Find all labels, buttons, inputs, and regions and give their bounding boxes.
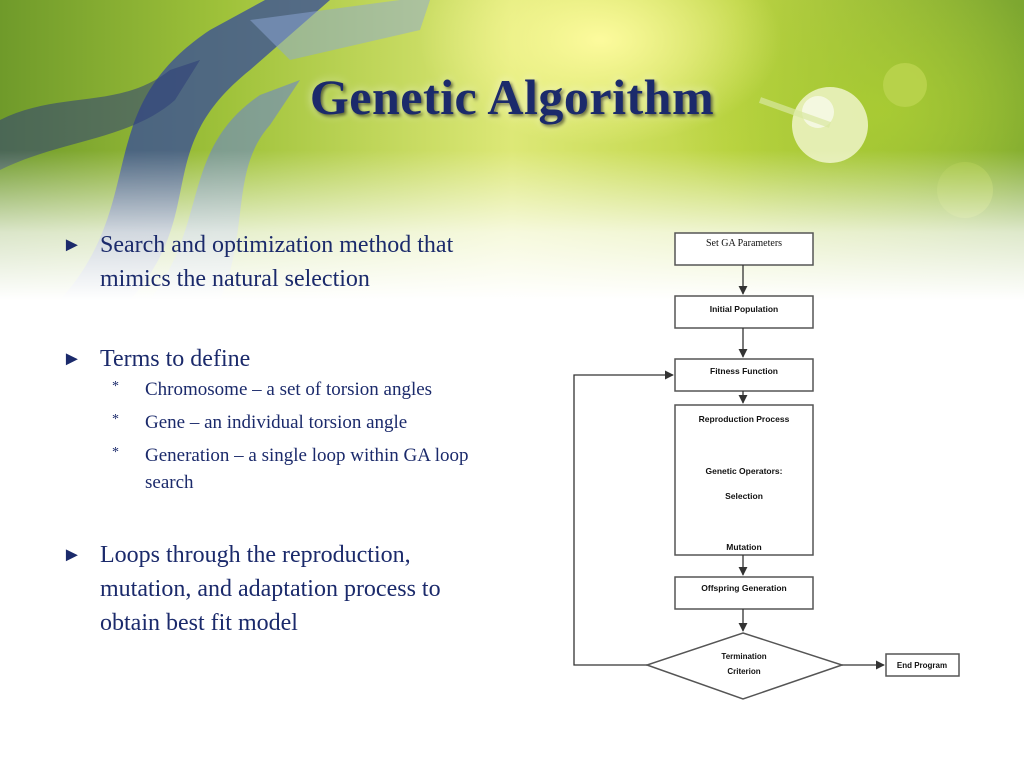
offspring-generation-label: Offspring Generation [701,583,786,593]
bullet-text: Search and optimization method that mimi… [100,232,454,292]
sub-bullet-text: Gene – an individual torsion angle [145,412,408,433]
initial-population-box [674,295,814,329]
arrow-bullet-icon: ► [62,234,82,256]
ga-flowchart: Set GA Parameters Initial Population Fit… [573,232,960,700]
end-program-label: End Program [897,661,947,670]
bullet-item: ► Terms to define [62,342,502,376]
banner-fade [0,150,1024,300]
asterisk-bullet-icon: * [112,379,119,394]
offspring-generation-box [674,576,814,610]
termination-label-line1: Termination [721,652,766,661]
molecule-bond [758,97,832,128]
sub-bullet-text: Generation – a single loop within GA loo… [145,445,469,493]
slide-title: Genetic Algorithm [309,69,715,125]
sub-bullet-item: * Generation – a single loop within GA l… [112,442,502,496]
bullet-item: ► Search and optimization method that mi… [62,228,502,296]
bullet-text: Loops through the reproduction, mutation… [100,542,441,636]
reproduction-process-box [674,404,814,556]
asterisk-bullet-icon: * [112,445,119,460]
dna-helix-bar [250,0,430,60]
arrow-bullet-icon: ► [62,348,82,370]
genetic-operators-label: Genetic Operators: [706,466,783,476]
bullet-item: ► Loops through the reproduction, mutati… [62,538,502,640]
sub-bullet-item: * Gene – an individual torsion angle [112,409,502,436]
termination-label-line2: Criterion [727,667,760,676]
end-program-box [885,653,960,677]
set-parameters-label: Set GA Parameters [706,238,782,249]
dna-helix-strand [0,60,200,170]
reproduction-process-label: Reproduction Process [699,414,790,424]
asterisk-bullet-icon: * [112,412,119,427]
arrow-bullet-icon: ► [62,544,82,566]
set-parameters-box [674,232,814,266]
header-banner [0,0,1024,300]
sub-bullet-text: Chromosome – a set of torsion angles [145,379,433,400]
loop-back-arrow [573,370,674,666]
mutation-label: Mutation [726,542,761,552]
bullet-list: ► Search and optimization method that mi… [62,228,502,640]
termination-decision-diamond [644,632,845,700]
sub-bullet-item: * Chromosome – a set of torsion angles [112,376,502,403]
molecule-ball-small [883,63,927,107]
fitness-function-box [674,358,814,392]
bullet-text: Terms to define [100,346,251,372]
initial-population-label: Initial Population [710,304,778,314]
fitness-function-label: Fitness Function [710,366,778,376]
selection-label: Selection [725,491,763,501]
